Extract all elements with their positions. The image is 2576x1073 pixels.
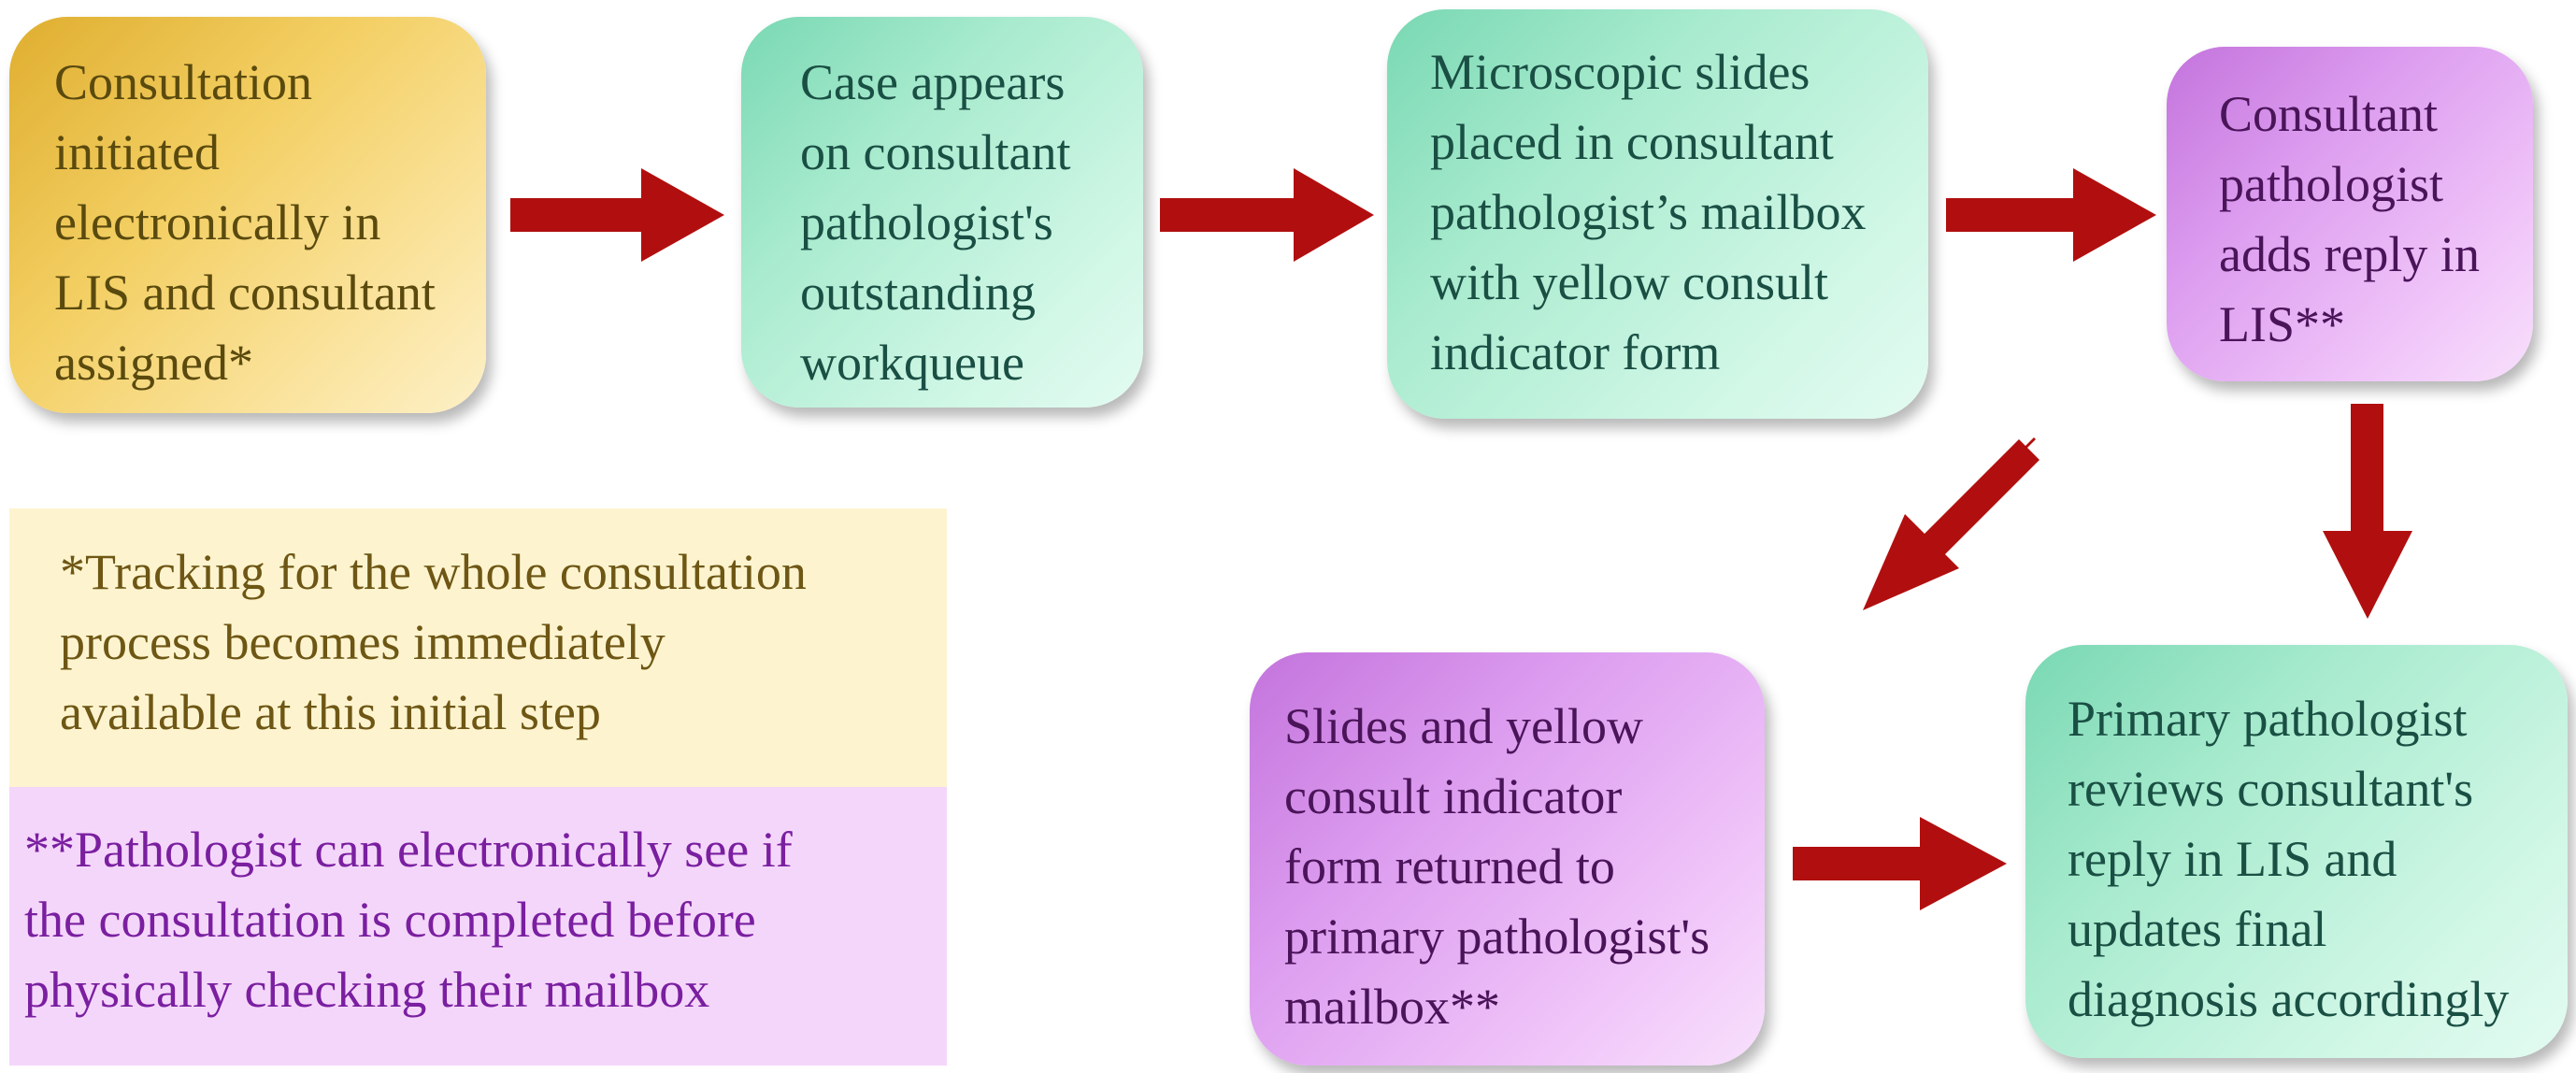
arrow-down-left-icon: [1924, 439, 2039, 555]
arrow-right-icon: [510, 168, 724, 262]
arrow-down-icon: [2323, 404, 2412, 619]
step-case-appears: Case appears on consultant pathologist's…: [741, 17, 1143, 408]
step-primary-review-text: Primary pathologist reviews consultant's…: [2068, 691, 2510, 1027]
step-consultation-initiated: Consultation initiated electronically in…: [9, 17, 486, 413]
step-primary-review: Primary pathologist reviews consultant's…: [2025, 645, 2568, 1058]
step-consultant-reply: Consultant pathologist adds reply in LIS…: [2167, 47, 2533, 381]
note-electronic-check: **Pathologist can electronically see if …: [9, 787, 947, 1066]
arrow-right-icon: [1946, 168, 2156, 262]
arrow-right-icon: [1793, 817, 2007, 910]
step-slides-returned-text: Slides and yellow consult indicator form…: [1284, 698, 1710, 1035]
step-slides-placed-text: Microscopic slides placed in consultant …: [1430, 44, 1867, 380]
step-slides-placed: Microscopic slides placed in consultant …: [1387, 9, 1928, 419]
note-tracking: *Tracking for the whole consultation pro…: [9, 508, 947, 787]
step-case-appears-text: Case appears on consultant pathologist's…: [800, 54, 1071, 391]
step-consultant-reply-text: Consultant pathologist adds reply in LIS…: [2219, 86, 2480, 352]
arrow-right-icon: [1160, 168, 1374, 262]
step-slides-returned: Slides and yellow consult indicator form…: [1250, 652, 1765, 1066]
step-consultation-initiated-text: Consultation initiated electronically in…: [54, 54, 436, 391]
